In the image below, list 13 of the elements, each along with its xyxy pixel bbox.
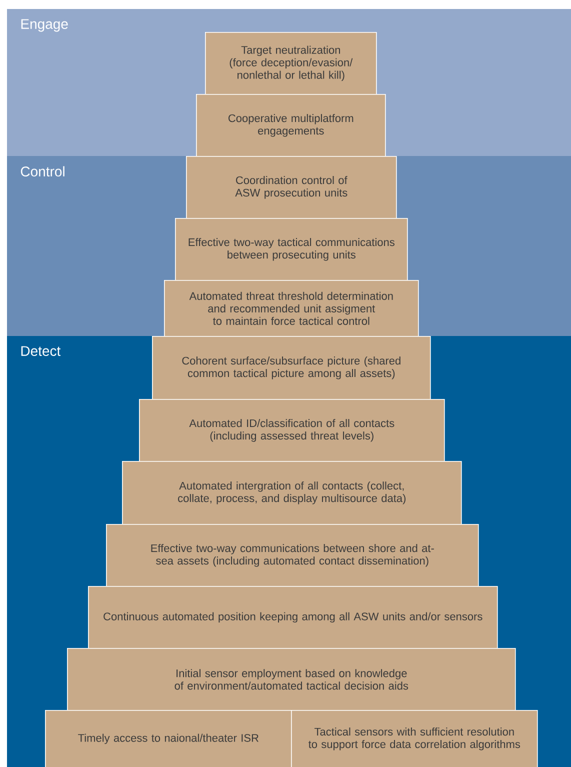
- pyramid-box: Cohorent surface/subsurface picture (shared common tactical picture among all assets): [152, 336, 431, 400]
- pyramid-box: Automated ID/classification of all contacts (including assessed threat levels): [139, 399, 445, 462]
- pyramid-box: Target neutralization (force deception/evasion/ nonlethal or lethal kill): [205, 32, 377, 95]
- pyramid-box: Cooperative multiplatform engagements: [196, 94, 386, 157]
- pyramid-box: Effective two-way tactical communications between prosecuting units: [175, 218, 408, 281]
- pyramid-box: Coordination control of ASW prosecution units: [186, 156, 397, 219]
- node-label: Timely access to naional/theater ISR: [78, 734, 258, 744]
- pyramid-box: Tactical sensors with sufficient resolution to support force data correlation algorithms: [291, 710, 538, 767]
- pyramid-box: Automated threat threshold determination and recommended unit assigment to maintain force tactical control: [164, 280, 419, 337]
- pyramid-box: Effective two-way communications between shore and at-sea assets (including automated contact dissemination): [106, 524, 479, 587]
- pyramid-box: Timely access to naional/theater ISR: [45, 710, 292, 767]
- pyramid-box: Continuous automated position keeping among all ASW units and/or sensors: [88, 586, 498, 649]
- pyramid-box: Automated intergration of all contacts (collect, collate, process, and display multisource data): [122, 461, 462, 525]
